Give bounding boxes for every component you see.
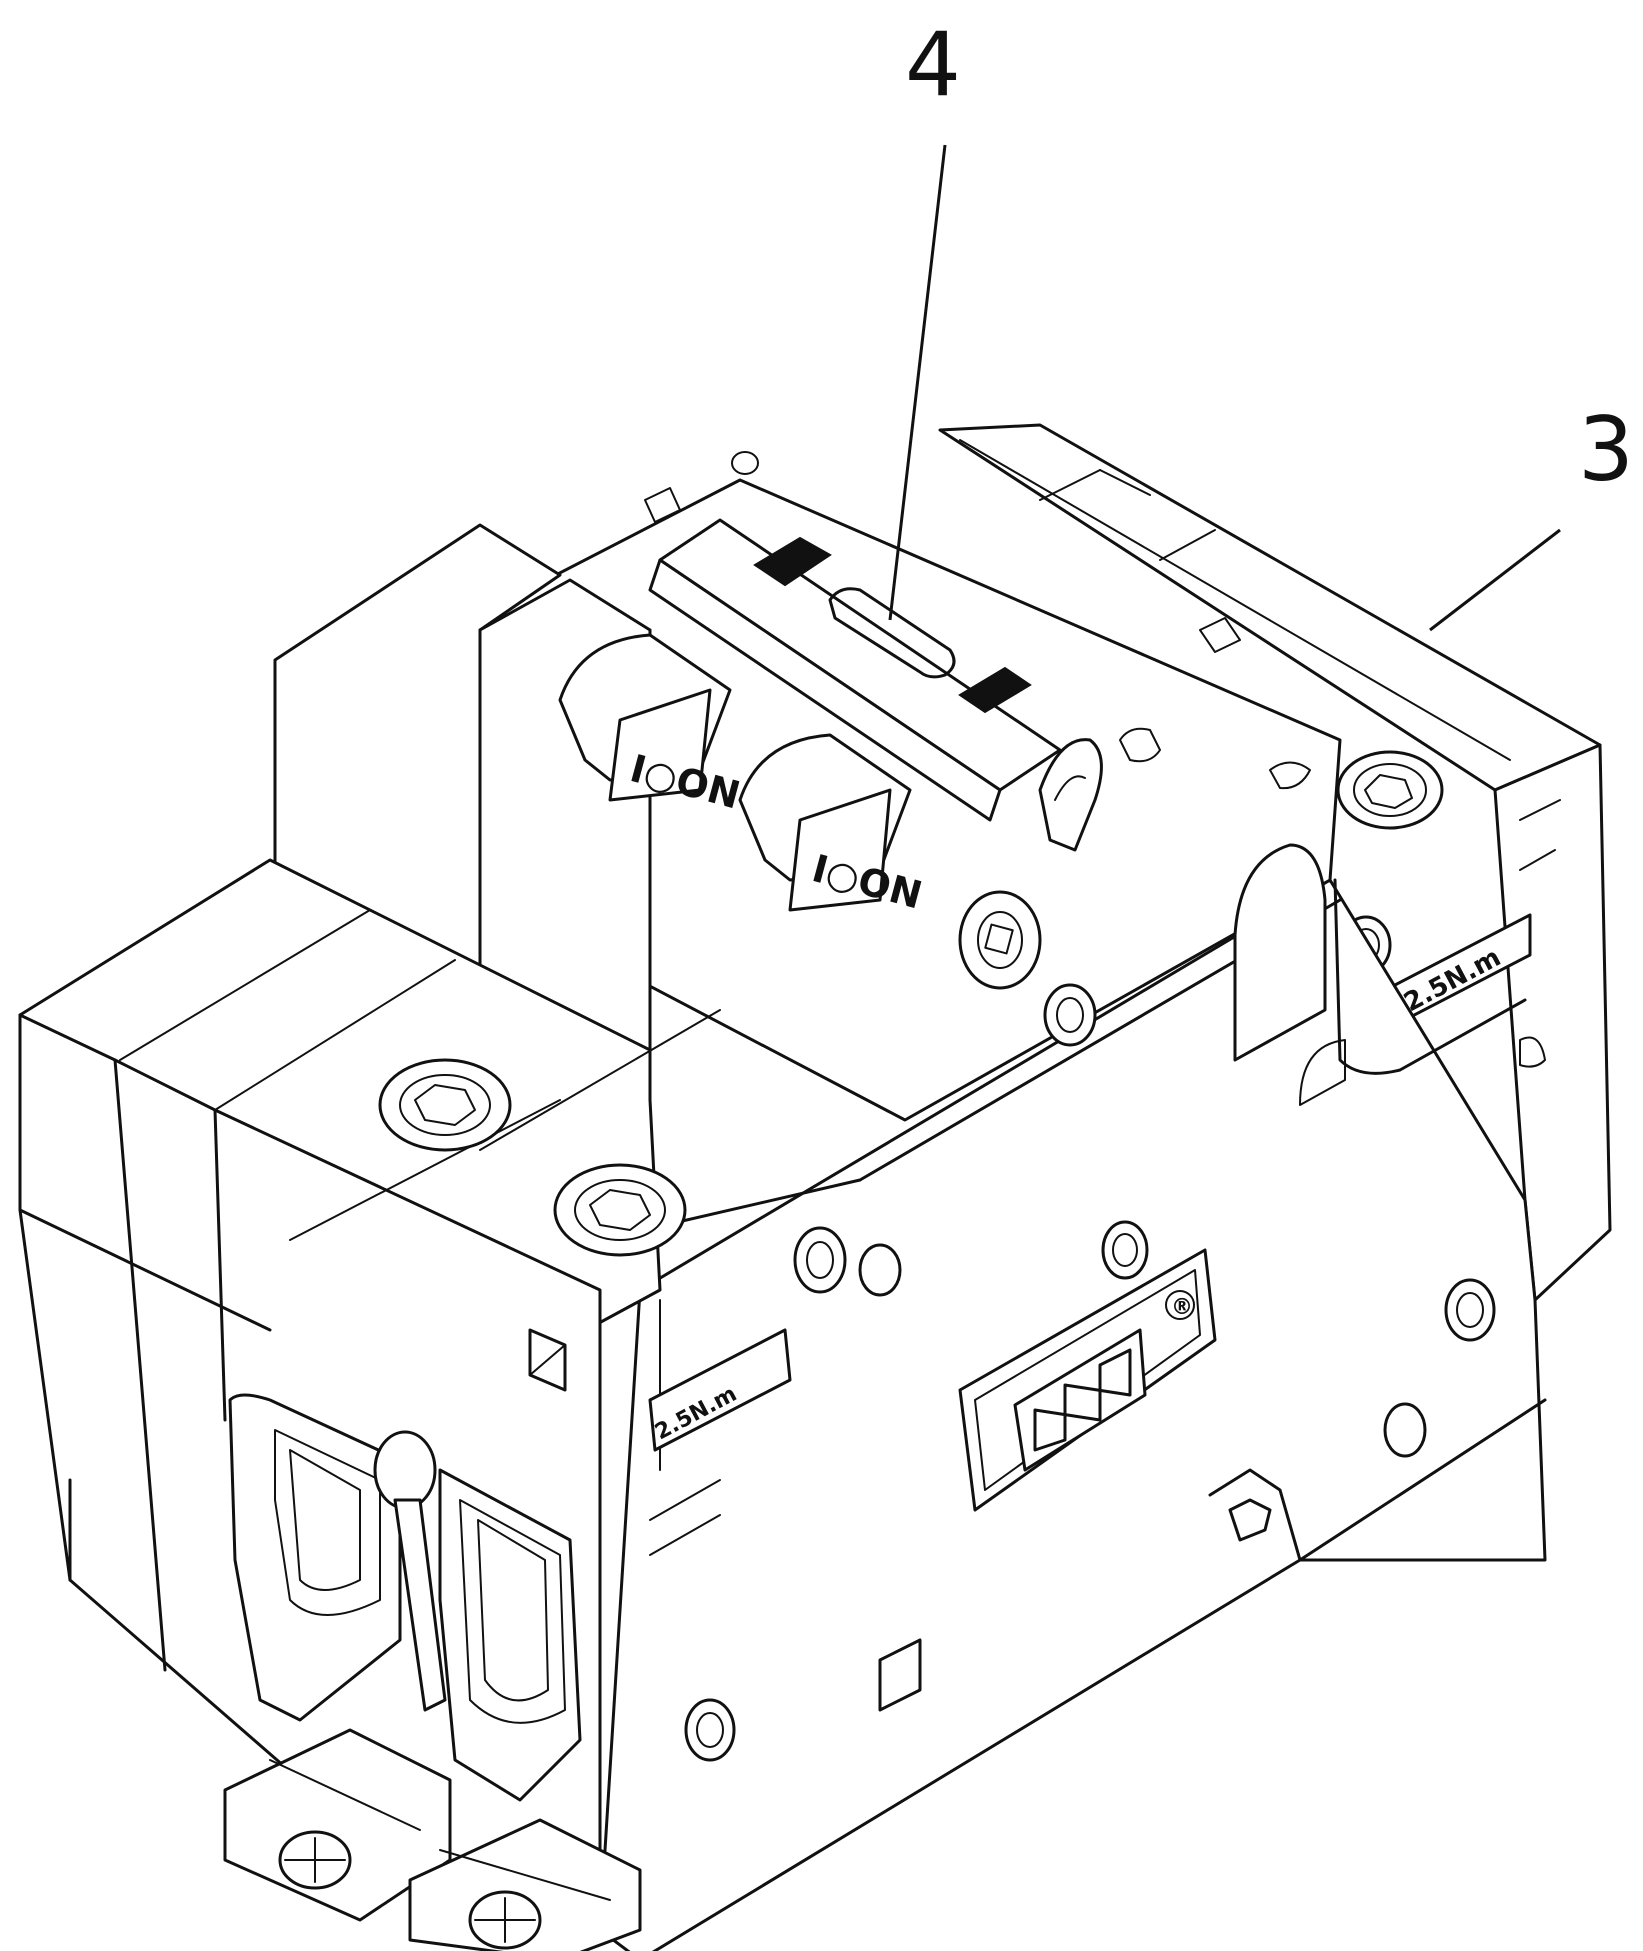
callout-3-label: 3 xyxy=(1578,398,1634,501)
terminal-screw-icon xyxy=(278,1830,352,1890)
brand-logo-n-icon xyxy=(1013,1328,1147,1472)
square-indicator-icon xyxy=(528,1328,567,1392)
right-module-top-terminal-screw xyxy=(1336,750,1444,830)
terminal-screw-icon-2 xyxy=(468,1890,542,1950)
handle-pivot-screw xyxy=(958,890,1042,990)
left-toggle-handle: I○ON xyxy=(558,633,745,818)
callout-4-label: 4 xyxy=(905,13,961,116)
registered-mark-text: ® xyxy=(1171,1295,1193,1320)
callout-4-leader xyxy=(888,144,947,621)
top-small-features xyxy=(644,451,1311,790)
callout-3-leader xyxy=(1429,528,1561,632)
main-face-screws xyxy=(684,983,1496,1762)
front-module-terminal-screws xyxy=(378,1058,687,1257)
callout-4: 4 xyxy=(888,13,961,621)
registered-mark-icon: ® xyxy=(1165,1290,1195,1320)
arched-window xyxy=(1233,843,1327,1062)
din-clips xyxy=(223,1728,642,1951)
handle-bar-assembly xyxy=(648,518,1103,852)
wire-entry-openings xyxy=(228,1393,582,1802)
callout-3: 3 xyxy=(1429,398,1634,632)
brand-logo-plate: ® xyxy=(958,1248,1217,1512)
right-module-housing xyxy=(938,423,1612,1302)
